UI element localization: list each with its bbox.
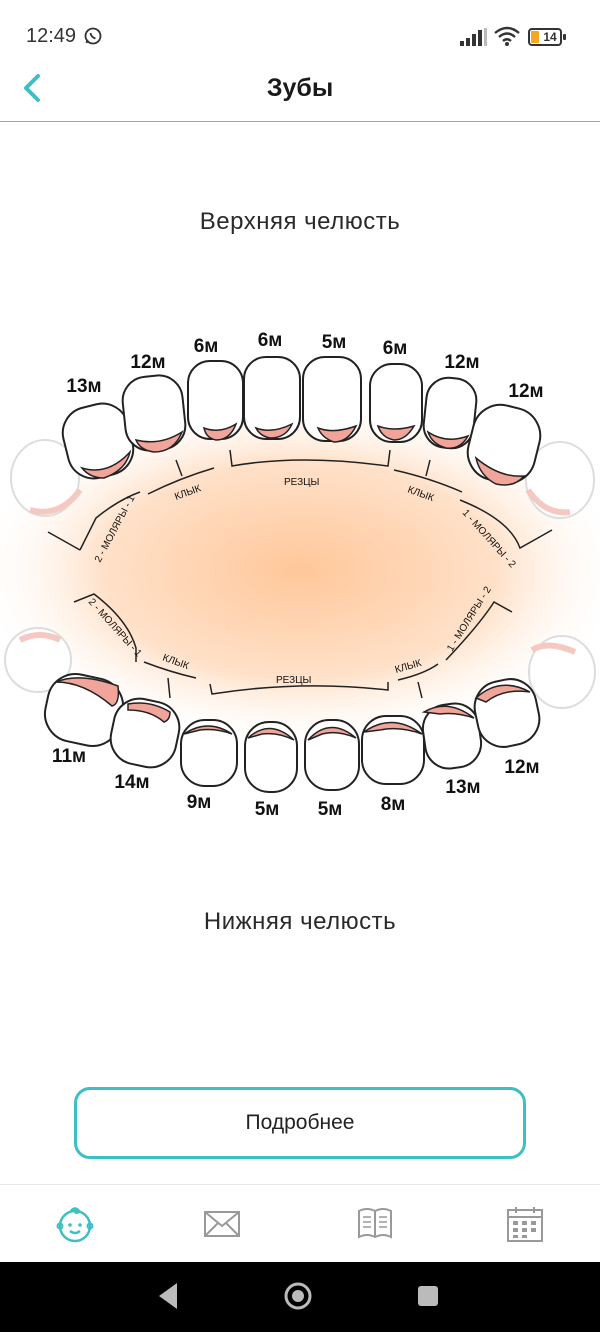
lower-age-4: 5м bbox=[255, 799, 280, 820]
upper-age-7: 12м bbox=[444, 352, 479, 373]
lower-age-2: 14м bbox=[114, 772, 149, 793]
home-circle-icon[interactable] bbox=[282, 1280, 314, 1312]
mouth-glow bbox=[0, 390, 600, 750]
lower-age-1: 11м bbox=[52, 746, 86, 767]
signal-icon bbox=[460, 28, 487, 46]
header: Зубы bbox=[0, 74, 600, 122]
upper-teeth bbox=[61, 356, 542, 485]
upper-age-1: 13м bbox=[66, 376, 101, 397]
upper-age-2: 12м bbox=[130, 352, 165, 373]
recents-square-icon[interactable] bbox=[416, 1284, 440, 1308]
tab-calendar[interactable] bbox=[500, 1199, 550, 1249]
battery-fill bbox=[531, 31, 539, 43]
baby-face-icon bbox=[56, 1207, 94, 1243]
upper-age-labels: 13м 12м 6м 6м 5м 6м 12м 12м bbox=[66, 330, 543, 402]
book-icon bbox=[358, 1208, 392, 1239]
upper-age-4: 6м bbox=[258, 330, 283, 351]
tab-articles[interactable] bbox=[350, 1199, 400, 1249]
upper-age-8: 12м bbox=[508, 381, 543, 402]
upper-brackets bbox=[47, 449, 553, 551]
lower-age-8: 12м bbox=[504, 757, 539, 778]
lower-age-7: 13м bbox=[445, 777, 480, 798]
lower-group-incisors: РЕЗЦЫ bbox=[276, 675, 312, 686]
tab-messages[interactable] bbox=[197, 1199, 247, 1249]
upper-gums bbox=[79, 422, 526, 486]
upper-age-6: 6м bbox=[383, 338, 408, 359]
lower-jaw-label: Нижняя челюсть bbox=[203, 908, 397, 935]
lower-brackets bbox=[73, 593, 513, 699]
tab-baby[interactable] bbox=[50, 1199, 100, 1249]
calendar-icon bbox=[507, 1207, 543, 1242]
lower-age-3: 9м bbox=[187, 792, 212, 813]
battery-icon: 14 bbox=[528, 28, 566, 46]
status-bar: 12:49 14 bbox=[0, 0, 600, 74]
lower-age-labels: 11м 14м 9м 5м 5м 8м 13м 12м bbox=[52, 746, 540, 820]
system-nav-bar bbox=[0, 1262, 600, 1332]
lower-gums bbox=[55, 677, 531, 741]
back-button[interactable] bbox=[18, 74, 48, 104]
teeth-diagram: 13м 12м 6м 6м 5м 6м 12м 12м 2 - МОЛЯРЫ -… bbox=[0, 330, 600, 820]
upper-age-3: 6м bbox=[194, 336, 219, 357]
page-title: Зубы bbox=[266, 74, 334, 102]
upper-age-5: 5м bbox=[322, 332, 347, 353]
whatsapp-icon bbox=[84, 27, 102, 45]
lower-age-5: 5м bbox=[318, 799, 343, 820]
lower-age-6: 8м bbox=[381, 794, 406, 815]
details-button[interactable]: Подробнее bbox=[74, 1087, 526, 1159]
upper-jaw-label: Верхняя челюсть bbox=[199, 208, 401, 235]
back-molars bbox=[4, 439, 596, 709]
status-time: 12:49 bbox=[26, 25, 77, 47]
back-triangle-icon[interactable] bbox=[155, 1280, 181, 1312]
envelope-icon bbox=[204, 1211, 240, 1237]
upper-group-incisors: РЕЗЦЫ bbox=[284, 477, 320, 488]
battery-level: 14 bbox=[543, 30, 557, 44]
wifi-icon bbox=[494, 26, 520, 46]
tab-bar bbox=[0, 1184, 600, 1262]
